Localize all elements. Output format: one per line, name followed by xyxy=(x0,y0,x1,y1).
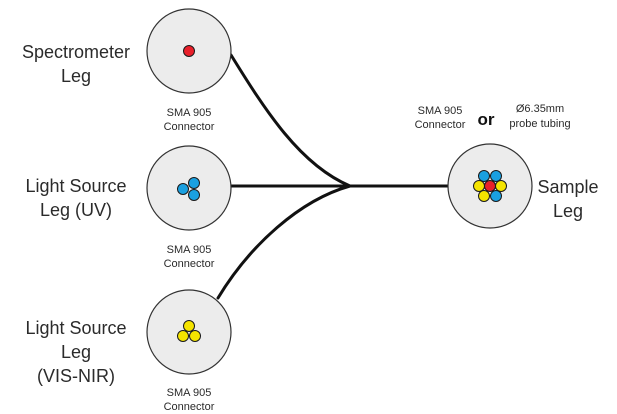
uv-connector-label-line1: SMA 905 xyxy=(167,244,212,256)
uv-leg-label-line1: Light Source xyxy=(25,176,126,196)
sample-tubing-label-line2: probe tubing xyxy=(509,118,570,130)
sample-fiber-red-center xyxy=(484,180,496,192)
sample-fiber-blue-top-left xyxy=(478,170,490,182)
sample-fiber-blue-top-right xyxy=(490,170,502,182)
sample-fiber-yellow-bottom-left xyxy=(478,190,490,202)
sample-fiber-yellow-right xyxy=(495,180,507,192)
visnir-leg: Light Source Leg (VIS-NIR) SMA 905 Conne… xyxy=(25,289,232,413)
spectrometer-fiber-red xyxy=(183,45,195,57)
cable-visnir xyxy=(216,184,352,300)
sample-or-text: or xyxy=(478,110,495,129)
sample-leg: SMA 905 Connector or Ø6.35mm probe tubin… xyxy=(415,103,599,229)
sample-leg-label-line2: Leg xyxy=(553,201,583,221)
uv-fiber-blue-2 xyxy=(188,177,200,189)
visnir-fiber-yellow-2 xyxy=(177,330,189,342)
visnir-leg-label-line2: Leg xyxy=(61,342,91,362)
sample-fiber-blue-bottom-right xyxy=(490,190,502,202)
spectrometer-leg-label-line1: Spectrometer xyxy=(22,42,130,62)
sample-connector-label-line1: SMA 905 xyxy=(418,105,463,117)
uv-connector-label-line2: Connector xyxy=(164,258,215,270)
visnir-fiber-yellow-1 xyxy=(183,320,195,332)
sample-fiber-yellow-left xyxy=(473,180,485,192)
visnir-connector-label-line2: Connector xyxy=(164,401,215,413)
visnir-leg-label-line3: (VIS-NIR) xyxy=(37,366,115,386)
spectrometer-leg-label-line2: Leg xyxy=(61,66,91,86)
cable-spectrometer xyxy=(229,53,352,188)
sample-leg-label-line1: Sample xyxy=(537,177,598,197)
uv-fiber-blue-3 xyxy=(188,189,200,201)
spectrometer-leg: Spectrometer Leg SMA 905 Connector xyxy=(22,8,232,133)
uv-leg: Light Source Leg (UV) SMA 905 Connector xyxy=(25,145,232,270)
sample-tubing-label-line1: Ø6.35mm xyxy=(516,103,564,115)
spectrometer-connector-label-line1: SMA 905 xyxy=(167,107,212,119)
cable-group xyxy=(216,53,450,300)
uv-leg-label-line2: Leg (UV) xyxy=(40,200,112,220)
visnir-connector-label-line1: SMA 905 xyxy=(167,387,212,399)
visnir-fiber-yellow-3 xyxy=(189,330,201,342)
sample-connector-label-line2: Connector xyxy=(415,119,466,131)
uv-connector-face xyxy=(146,145,232,231)
visnir-leg-label-line1: Light Source xyxy=(25,318,126,338)
uv-fiber-blue-1 xyxy=(177,183,189,195)
spectrometer-connector-label-line2: Connector xyxy=(164,121,215,133)
